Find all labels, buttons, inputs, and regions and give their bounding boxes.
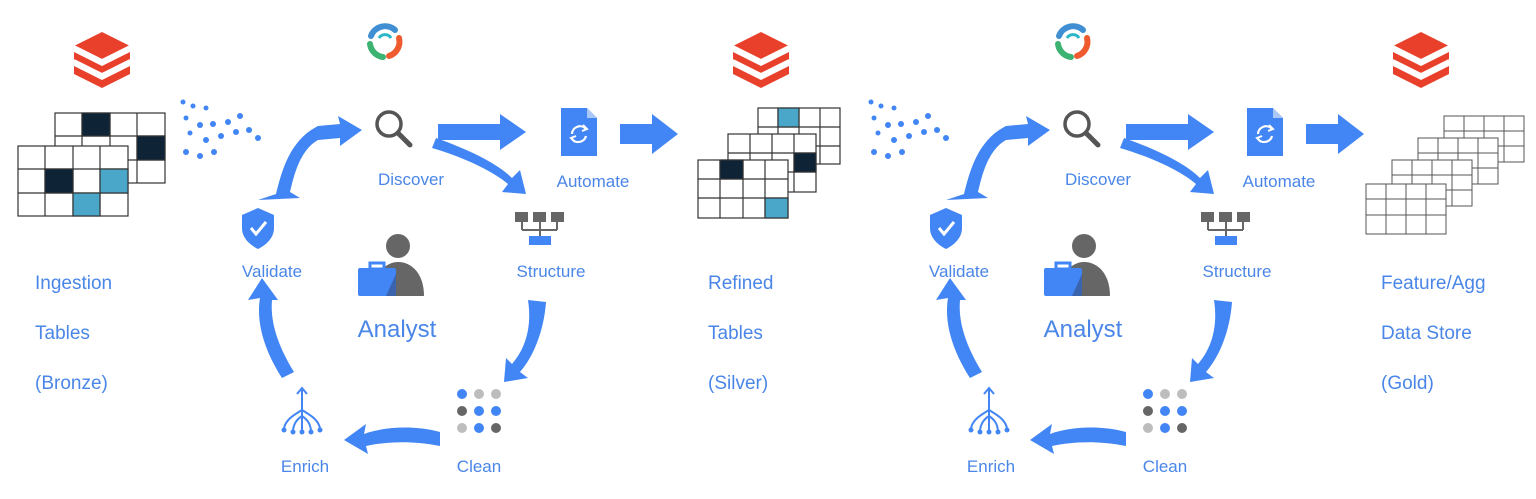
dots-grid-icon xyxy=(1143,389,1187,433)
stage-line: Ingestion xyxy=(35,273,113,294)
automate-doc-icon xyxy=(1245,106,1285,158)
step-label-clean: Clean xyxy=(456,457,502,476)
search-icon xyxy=(377,112,410,145)
scatter-dots-icon xyxy=(868,99,949,159)
shield-check-icon xyxy=(928,206,964,251)
stage-line: Data Store xyxy=(1381,323,1472,344)
step-label-structure: Structure xyxy=(516,262,586,281)
table-grid-icon xyxy=(1365,115,1525,235)
stage-line: (Gold) xyxy=(1381,373,1434,394)
analyst-label: Analyst xyxy=(1043,316,1123,343)
table-grid-icon xyxy=(17,112,166,217)
table-grid-icon xyxy=(697,107,841,219)
databricks-layers-icon xyxy=(1392,31,1450,89)
search-icon xyxy=(1065,112,1098,145)
analyst-label: Analyst xyxy=(357,316,437,343)
step-label-discover: Discover xyxy=(1064,170,1132,189)
stage-line: Tables xyxy=(35,323,90,344)
step-label-validate: Validate xyxy=(241,262,303,281)
step-label-structure: Structure xyxy=(1202,262,1272,281)
shield-check-icon xyxy=(240,206,276,251)
stage-line: (Silver) xyxy=(708,373,769,394)
step-label-automate: Automate xyxy=(1242,172,1316,191)
swirl-logo-icon xyxy=(370,26,399,57)
databricks-layers-icon xyxy=(73,31,131,89)
analyst-person-icon xyxy=(356,232,426,298)
analyst-person-icon xyxy=(1042,232,1112,298)
automate-doc-icon xyxy=(559,106,599,158)
step-label-enrich: Enrich xyxy=(966,457,1016,476)
scatter-dots-icon xyxy=(180,99,261,159)
stage-line: (Bronze) xyxy=(35,373,108,394)
step-label-clean: Clean xyxy=(1142,457,1188,476)
step-label-validate: Validate xyxy=(928,262,990,281)
branch-arrows-icon xyxy=(967,387,1011,436)
step-label-discover: Discover xyxy=(377,170,445,189)
dots-grid-icon xyxy=(457,389,501,433)
branch-arrows-icon xyxy=(280,387,324,436)
step-label-enrich: Enrich xyxy=(280,457,330,476)
swirl-logo-icon xyxy=(1058,26,1087,57)
stage-label-bronze: Ingestion Tables (Bronze) xyxy=(35,246,112,421)
step-label-automate: Automate xyxy=(556,172,630,191)
stage-line: Tables xyxy=(708,323,763,344)
stage-line: Feature/Agg xyxy=(1381,273,1486,294)
stage-label-silver: Refined Tables (Silver) xyxy=(708,246,774,421)
stage-label-gold: Feature/Agg Data Store (Gold) xyxy=(1381,246,1486,421)
databricks-layers-icon xyxy=(732,31,790,89)
hierarchy-icon xyxy=(514,211,565,246)
pipeline-arrows xyxy=(248,114,1364,454)
stage-line: Refined xyxy=(708,273,774,294)
hierarchy-icon xyxy=(1200,211,1251,246)
